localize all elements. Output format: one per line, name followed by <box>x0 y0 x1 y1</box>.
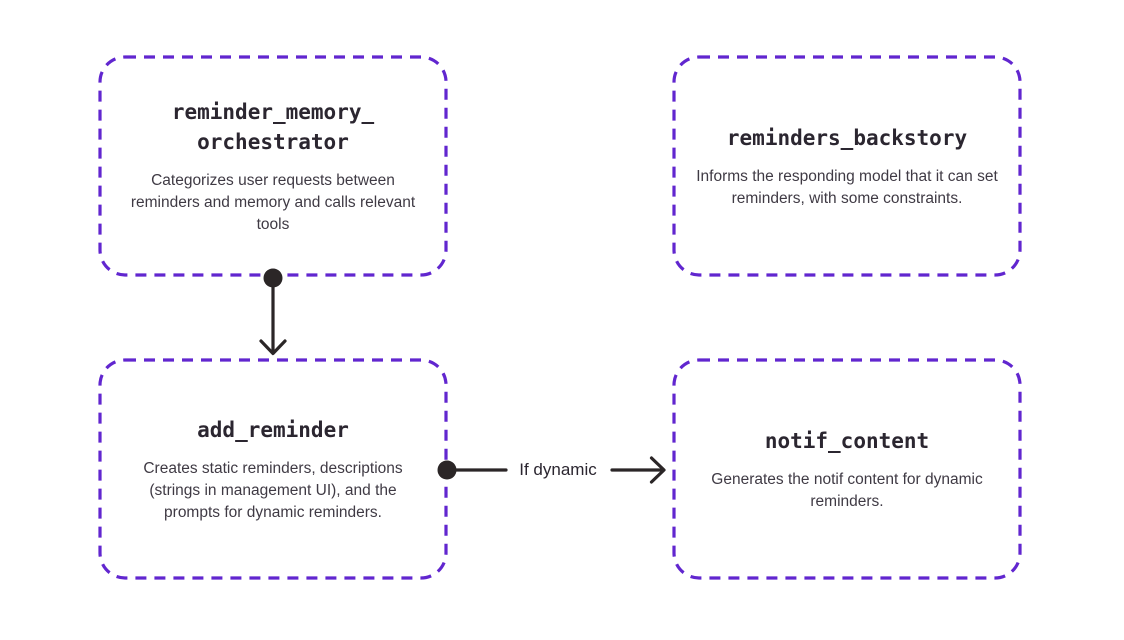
node-title: add_reminder <box>197 417 349 442</box>
arrow-orchestrator-to-add-reminder <box>259 268 287 356</box>
node-reminder-memory-orchestrator: reminder_memory_ orchestrator Categorize… <box>98 55 448 277</box>
arrowhead-down-icon <box>259 339 287 356</box>
node-title: notif_content <box>764 428 930 453</box>
node-description: Generates the notif content for dynamic … <box>711 470 983 510</box>
node-notif-content: notif_content Generates the notif conten… <box>672 358 1022 580</box>
node-title: reminders_backstory <box>726 125 968 150</box>
node-dashed-border <box>98 55 448 277</box>
node-border-rect <box>98 55 448 277</box>
node-reminders-backstory: reminders_backstory Informs the respondi… <box>672 55 1022 277</box>
node-description: Categorizes user requests between remind… <box>130 171 416 233</box>
node-description: Creates static reminders, descriptions (… <box>143 459 403 521</box>
arrowhead-right-icon <box>649 456 666 484</box>
node-add-reminder: add_reminder Creates static reminders, d… <box>98 358 448 580</box>
node-description: Informs the responding model that it can… <box>696 167 998 207</box>
edge-label-if-dynamic: If dynamic <box>519 460 597 479</box>
node-title: reminder_memory_ orchestrator <box>171 99 375 154</box>
